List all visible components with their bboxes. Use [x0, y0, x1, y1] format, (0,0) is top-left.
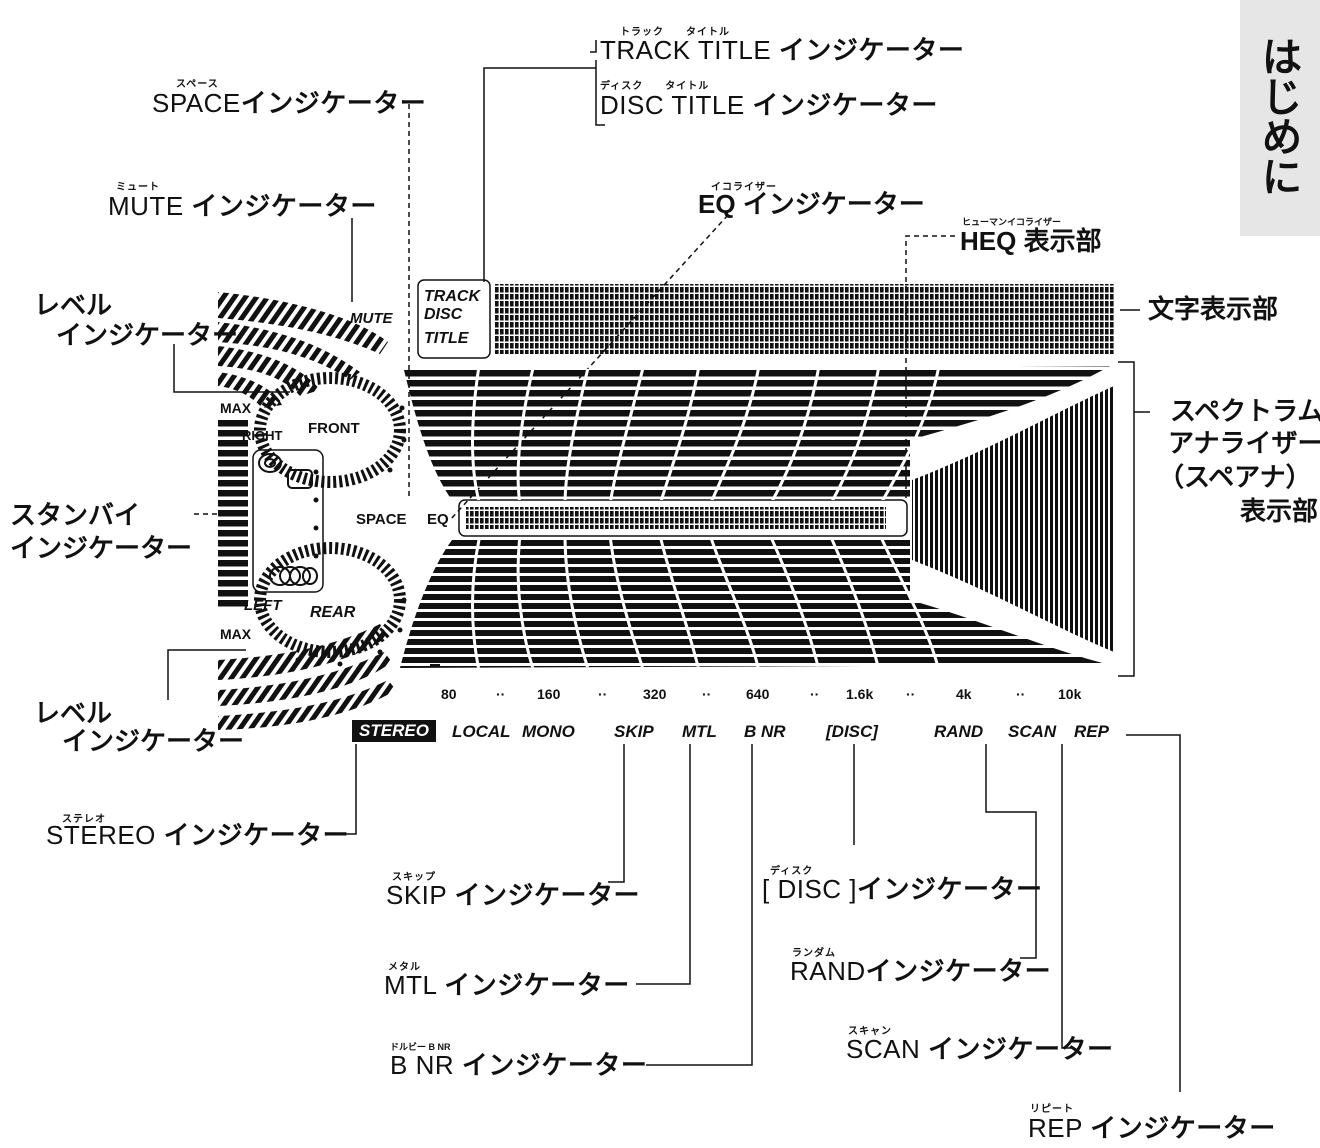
freq-80: 80 [441, 686, 457, 702]
track-label: TRACK [424, 288, 480, 305]
standby-line1: スタンバイ [10, 500, 141, 530]
freq-4k: 4k [956, 686, 972, 702]
mute-callout: MUTE インジケーター [108, 191, 377, 221]
scan-indicator: SCAN [1008, 722, 1057, 741]
freq-320: 320 [643, 686, 667, 702]
bnr-callout: B NR インジケーター [390, 1050, 648, 1080]
local-indicator: LOCAL [452, 722, 511, 741]
freq-dots: ·· [598, 686, 608, 702]
rep-callout: REP インジケーター [1028, 1113, 1276, 1143]
freq-160: 160 [537, 686, 561, 702]
leader-scan [1061, 744, 1072, 1049]
freq-1.6k: 1.6k [846, 686, 874, 702]
spectrum-line3: （スペアナ） [1158, 462, 1312, 492]
rand-ruby: ランダム [792, 948, 836, 959]
space-indicator: SPACE [356, 511, 407, 528]
disc-label: DISC [424, 306, 463, 323]
rep-indicator: REP [1074, 722, 1109, 741]
disc-indicator: [DISC] [826, 722, 878, 741]
stereo-ruby: ステレオ [62, 814, 106, 825]
disc-title-callout: DISC TITLE インジケーター [600, 90, 938, 120]
heq-bars [466, 507, 886, 529]
leader-track-box [483, 67, 596, 282]
standby-box [252, 449, 324, 593]
freq-dots: ·· [810, 686, 820, 702]
mono-indicator: MONO [522, 722, 575, 741]
mtl-ruby: メタル [388, 962, 421, 973]
rep-ruby: リピート [1030, 1104, 1074, 1115]
track-box [417, 279, 491, 359]
leader-mtl [636, 744, 691, 985]
stereo-indicator: STEREO [352, 720, 436, 742]
leader-spectrum-bracket [1118, 361, 1135, 677]
leader-rep [1126, 734, 1181, 1092]
stereo-callout: STEREO インジケーター [46, 820, 350, 850]
skip-indicator: SKIP [614, 722, 654, 741]
freq-dots: ·· [1016, 686, 1026, 702]
char-grid [494, 284, 1114, 354]
standby-line2: インジケーター [10, 533, 193, 563]
skip-callout: SKIP インジケーター [386, 880, 641, 910]
standby-icons [258, 453, 318, 586]
freq-dots: ·· [906, 686, 916, 702]
spectrum-line4: 表示部 [1240, 496, 1319, 526]
mute-ruby: ミュート [116, 182, 160, 193]
leader-level-bottom [167, 649, 246, 700]
mtl-callout: MTL インジケーター [384, 970, 630, 1000]
eq-ruby: イコライザー [711, 182, 777, 193]
max-bottom-label: MAX [220, 626, 252, 642]
right-label: RIGHT [242, 428, 283, 443]
left-label: LEFT [244, 597, 282, 614]
spectrum-line1: スペクトラム [1170, 396, 1320, 426]
mtl-indicator: MTL [682, 722, 717, 741]
disc-callout: [ DISC ]インジケーター [762, 874, 1043, 904]
scan-ruby: スキャン [848, 1026, 892, 1037]
side-tab: はじめに [1240, 0, 1320, 236]
rear-label: REAR [310, 604, 356, 621]
leader-rand [985, 744, 1037, 959]
leader-bnr [646, 744, 753, 1066]
leader-title-bracket [595, 60, 605, 126]
level-bottom-line1: レベル [34, 698, 113, 728]
spectrum-line2: アナライザー [1168, 428, 1320, 458]
rand-indicator: RAND [934, 722, 984, 741]
heq-ruby: ヒューマンイコライザー [962, 217, 1062, 227]
disc-title-ruby: ディスク タイトル [600, 81, 710, 92]
level-meters [218, 292, 440, 730]
heq-callout: HEQ 表示部 [960, 226, 1102, 256]
track-title-ruby: トラック タイトル [620, 27, 730, 38]
disc-ruby: ディスク [770, 866, 814, 877]
leader-skip [608, 744, 625, 883]
freq-10k: 10k [1058, 686, 1082, 702]
bnr-ruby: ドルビー B NR [390, 1042, 451, 1052]
eq-callout: EQ インジケーター [698, 189, 925, 219]
level-top-line2: インジケーター [56, 320, 239, 350]
space-callout: SPACEインジケーター [152, 88, 427, 118]
freq-dots: ·· [496, 686, 506, 702]
title-label: TITLE [424, 330, 469, 347]
space-ruby: スペース [176, 79, 219, 90]
leader-track-title [590, 40, 597, 53]
mute-indicator: MUTE [350, 310, 393, 327]
front-label: FRONT [308, 420, 360, 437]
scan-callout: SCAN インジケーター [846, 1034, 1114, 1064]
level-bottom-line2: インジケーター [62, 726, 245, 756]
skip-ruby: スキップ [392, 872, 436, 883]
bnr-indicator: B NR [744, 722, 786, 741]
rand-callout: RANDインジケーター [790, 956, 1052, 986]
leader-heq [905, 235, 955, 498]
level-top-line1: レベル [34, 290, 113, 320]
max-top-label: MAX [220, 400, 252, 416]
eq-indicator: EQ [427, 511, 449, 528]
track-title-callout: TRACK TITLE インジケーター [600, 35, 965, 65]
char-display-callout: 文字表示部 [1148, 294, 1279, 324]
leader-stereo [338, 744, 357, 835]
freq-dots: ·· [702, 686, 712, 702]
freq-640: 640 [746, 686, 770, 702]
